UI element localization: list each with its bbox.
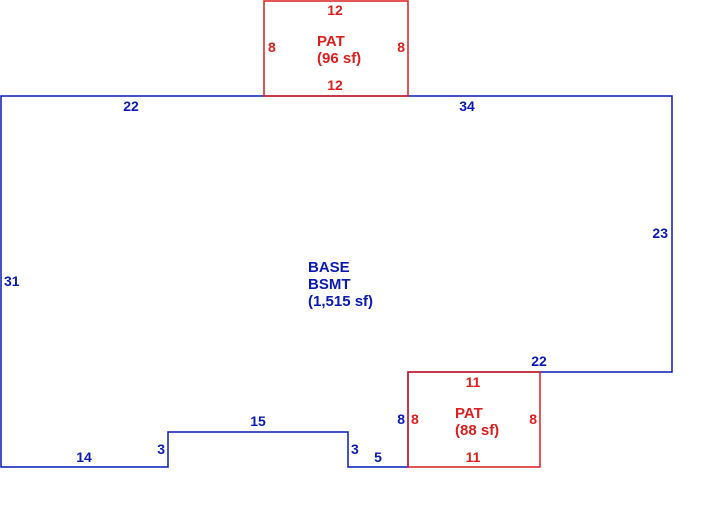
base-dim-top-left: 22 (123, 98, 139, 114)
base-area: (1,515 sf) (308, 293, 373, 310)
patio-top-dim-right: 8 (397, 39, 405, 55)
patio-top-dim-top: 12 (327, 2, 343, 18)
base-outline (0, 95, 673, 468)
patio-bottom-area: (88 sf) (455, 422, 499, 439)
patio-bottom-outline (407, 371, 541, 468)
base-dim-notch-left: 3 (157, 441, 165, 457)
patio-top-outline (263, 0, 409, 97)
patio-bottom-dim-bottom: 11 (466, 449, 481, 465)
patio-bottom-dim-right: 8 (529, 411, 537, 427)
base-dim-right: 23 (652, 225, 668, 241)
base-dim-notch-right: 3 (351, 441, 359, 457)
patio-bottom-name: PAT (455, 405, 483, 422)
base-dim-step-top: 22 (531, 353, 547, 369)
patio-bottom-dim-left: 8 (411, 411, 419, 427)
base-dim-notch-top: 15 (250, 413, 266, 429)
base-dim-inner-right: 8 (397, 411, 405, 427)
patio-bottom-dim-top: 11 (466, 374, 481, 390)
base-subname: BSMT (308, 276, 351, 293)
base-dim-bottom-left: 14 (76, 449, 92, 465)
patio-top-name: PAT (317, 33, 345, 50)
base-name: BASE (308, 259, 350, 276)
patio-top-dim-bottom: 12 (327, 77, 343, 93)
base-dim-top-right: 34 (459, 98, 475, 114)
base-dim-left: 31 (4, 273, 20, 289)
patio-top-dim-left: 8 (268, 39, 276, 55)
base-dim-bottom-mid: 5 (374, 449, 382, 465)
patio-top-area: (96 sf) (317, 50, 361, 67)
